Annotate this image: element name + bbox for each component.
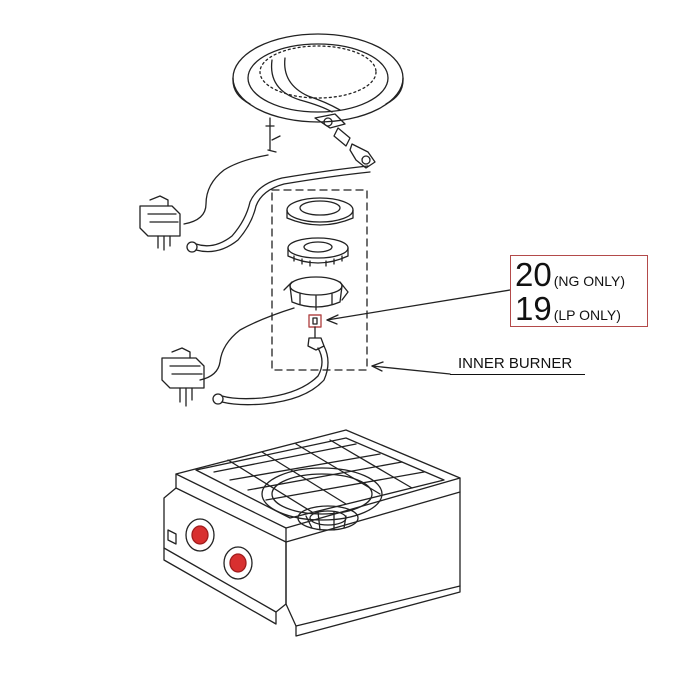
ng-part-number: 20 (515, 256, 552, 293)
front-knob-lower (223, 546, 253, 580)
front-knob-upper (185, 518, 215, 552)
inner-burner-leader-line (371, 365, 451, 375)
lower-gas-valve (161, 347, 224, 407)
ignitor-electrode (265, 117, 281, 153)
side-burner-unit (163, 429, 461, 637)
inner-burner-head (287, 237, 349, 267)
part-number-callout: 20(NG ONLY) 19(LP ONLY) (510, 255, 648, 327)
callout-ng-row: 20(NG ONLY) (515, 258, 625, 291)
upper-gas-valve (139, 195, 198, 253)
inner-burner-cap (286, 197, 354, 226)
lp-note: (LP ONLY) (553, 307, 621, 323)
callout-lp-row: 19(LP ONLY) (515, 292, 621, 325)
callout-leader-line (326, 289, 511, 321)
ng-note: (NG ONLY) (553, 273, 626, 289)
inner-burner-label: INNER BURNER (458, 355, 573, 372)
lower-gas-tube (199, 307, 329, 406)
inner-burner-orifice (307, 314, 325, 351)
lp-part-number: 19 (515, 290, 552, 327)
upper-gas-tube (183, 154, 371, 253)
inner-burner-base (283, 276, 349, 311)
outer-orifice-fitting (333, 127, 376, 169)
outer-ring-burner (232, 33, 404, 129)
inner-burner-group-box (271, 189, 368, 371)
inner-burner-label-underline (450, 374, 585, 375)
